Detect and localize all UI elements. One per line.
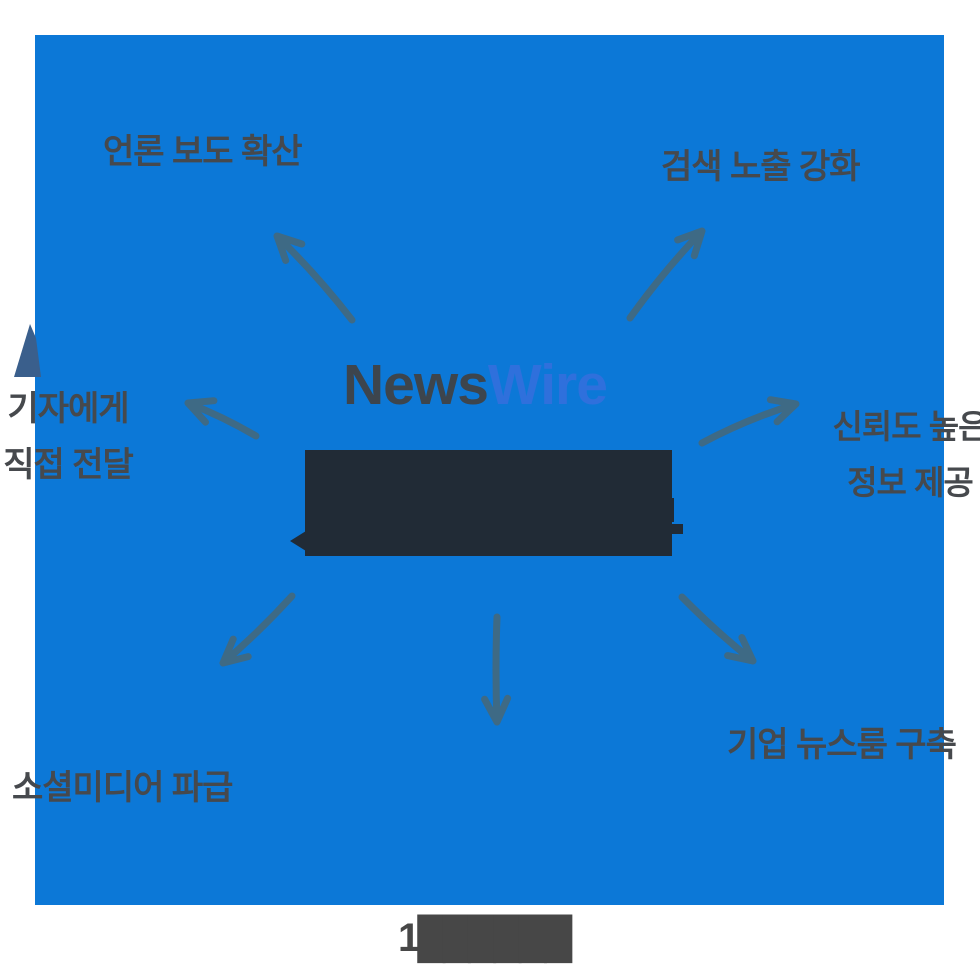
brand-logo: NewsWire <box>343 352 608 418</box>
left-arrowhead-fragment <box>290 531 306 551</box>
label-reporter-delivery: 기자에게 직접 전달 <box>3 390 134 484</box>
logo-text-wire: Wire <box>487 353 608 417</box>
right-fragment-line <box>672 498 674 522</box>
label-corporate-newsroom: 기업 뉴스룸 구축 <box>727 726 957 764</box>
label-trusted-info: 신뢰도 높은 정보 제공 <box>832 408 980 501</box>
label-social-media: 소셜미디어 파급 <box>12 769 233 807</box>
center-box <box>305 450 672 556</box>
label-search-exposure: 검색 노출 강화 <box>661 148 861 186</box>
label-press-spread: 언론 보도 확산 <box>103 133 303 171</box>
bottom-caption: 1██████ <box>398 916 572 960</box>
right-fragment-bar <box>672 524 683 534</box>
logo-text-news: News <box>343 353 489 417</box>
